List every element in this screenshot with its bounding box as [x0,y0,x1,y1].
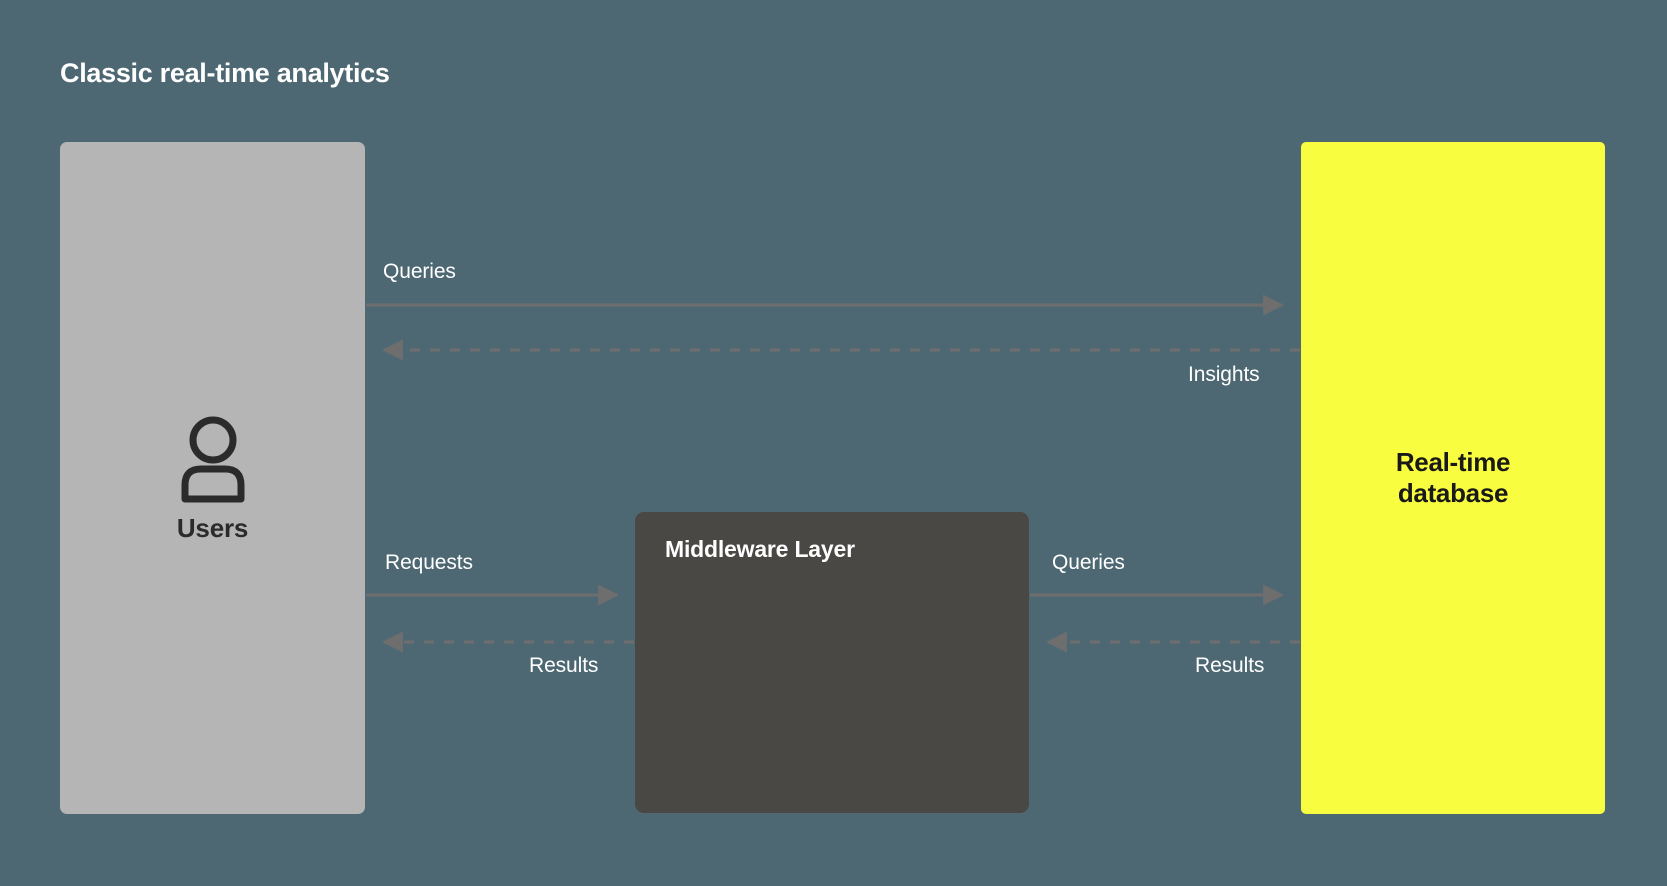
node-database-label-line2: database [1397,478,1509,508]
connector-label-middleware-to-db-queries: Queries [1052,551,1125,574]
node-database-label-line1: Real-time [1395,447,1511,478]
node-users[interactable]: Users [60,142,365,814]
node-database-label: Real-time database [1395,447,1511,508]
node-middleware[interactable]: Middleware Layer [635,512,1029,813]
connector-label-db-to-middleware-results: Results [1195,654,1265,677]
connector-label-db-to-users-insights: Insights [1188,363,1260,386]
person-icon [181,416,244,502]
connector-label-users-to-middleware-requests: Requests [385,551,473,574]
node-middleware-label: Middleware Layer [665,536,855,562]
page-title: Classic real-time analytics [60,58,390,88]
node-database[interactable]: Real-time database [1301,142,1605,814]
connector-label-middleware-to-users-results: Results [529,654,599,677]
connector-label-users-to-db-queries: Queries [383,260,456,283]
node-users-label: Users [176,512,249,543]
